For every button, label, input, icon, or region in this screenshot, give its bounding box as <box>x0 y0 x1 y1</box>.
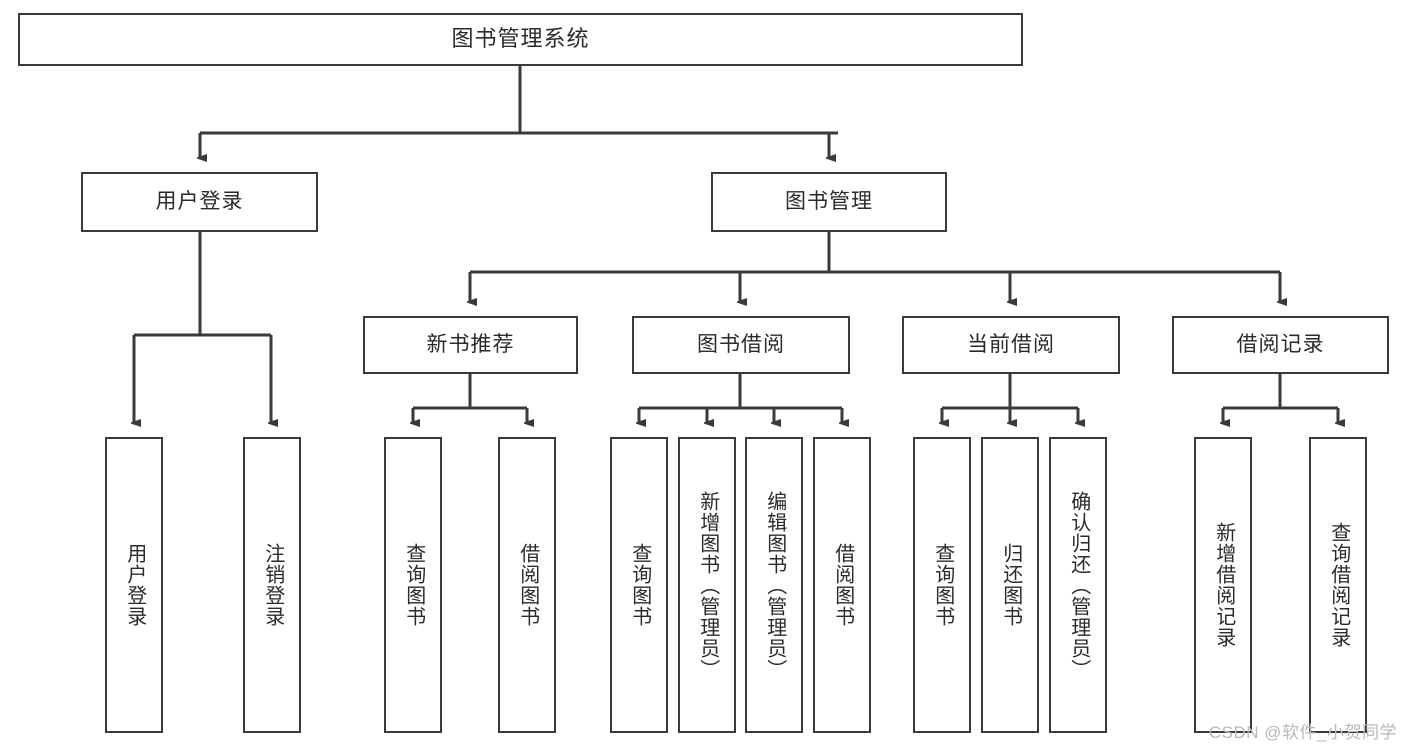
node-label: 查询图书 <box>628 543 651 627</box>
node-label: 新增图书（管理员） <box>696 490 719 680</box>
node-new-book-recommend[interactable]: 新书推荐 <box>363 316 578 374</box>
node-label: 图书管理 <box>785 190 873 214</box>
node-current-borrow[interactable]: 当前借阅 <box>902 316 1120 374</box>
node-leaf-borrow-book-2[interactable]: 借阅图书 <box>813 437 871 733</box>
node-label: 查询图书 <box>402 543 425 627</box>
node-label: 用户登录 <box>123 543 146 627</box>
node-book-borrow[interactable]: 图书借阅 <box>632 316 850 374</box>
node-leaf-edit-book[interactable]: 编辑图书（管理员） <box>745 437 803 733</box>
node-leaf-confirm-return[interactable]: 确认归还（管理员） <box>1049 437 1107 733</box>
node-label: 新书推荐 <box>426 333 515 357</box>
node-label: 图书借阅 <box>697 333 785 357</box>
node-leaf-return-book[interactable]: 归还图书 <box>981 437 1039 733</box>
node-leaf-query-book-3[interactable]: 查询图书 <box>913 437 971 733</box>
node-label: 借阅图书 <box>831 543 854 627</box>
node-label: 借阅图书 <box>516 543 539 627</box>
node-label: 查询图书 <box>931 543 954 627</box>
node-label: 编辑图书（管理员） <box>763 490 786 680</box>
node-label: 新增借阅记录 <box>1212 522 1235 648</box>
node-label: 图书管理系统 <box>451 26 590 52</box>
node-leaf-user-login[interactable]: 用户登录 <box>105 437 163 733</box>
node-leaf-logout[interactable]: 注销登录 <box>243 437 301 733</box>
node-label: 确认归还（管理员） <box>1067 490 1090 680</box>
watermark: CSDN @软件_小贺同学 <box>1208 723 1397 742</box>
node-book-management[interactable]: 图书管理 <box>711 172 947 232</box>
node-label: 归还图书 <box>999 543 1022 627</box>
node-label: 查询借阅记录 <box>1327 522 1350 648</box>
node-user-login[interactable]: 用户登录 <box>81 172 318 232</box>
node-leaf-add-book[interactable]: 新增图书（管理员） <box>678 437 736 733</box>
node-leaf-query-book-2[interactable]: 查询图书 <box>610 437 668 733</box>
node-label: 当前借阅 <box>967 333 1055 357</box>
node-leaf-borrow-book-1[interactable]: 借阅图书 <box>498 437 556 733</box>
node-label: 注销登录 <box>261 543 284 627</box>
node-leaf-query-record[interactable]: 查询借阅记录 <box>1309 437 1367 733</box>
node-label: 用户登录 <box>155 190 244 214</box>
node-borrow-record[interactable]: 借阅记录 <box>1172 316 1389 374</box>
node-leaf-query-book-1[interactable]: 查询图书 <box>384 437 442 733</box>
node-label: 借阅记录 <box>1236 333 1325 357</box>
node-root-system[interactable]: 图书管理系统 <box>18 13 1023 66</box>
node-leaf-add-record[interactable]: 新增借阅记录 <box>1194 437 1252 733</box>
